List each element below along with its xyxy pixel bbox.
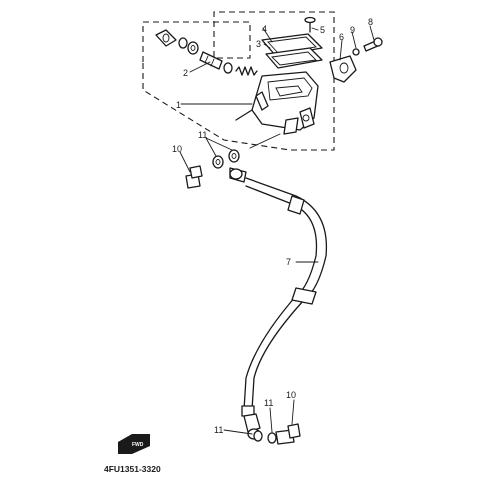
- lower-union-bolt: [253, 423, 301, 445]
- callout-8: 8: [368, 17, 373, 27]
- callout-10-upper: 10: [172, 144, 182, 154]
- callout-6-holder: 6: [339, 32, 344, 42]
- master-cylinder-holder: [329, 37, 383, 83]
- callout-11-lower-left: 11: [214, 425, 223, 435]
- upper-union-bolt: [185, 133, 281, 189]
- brake-hose: [229, 167, 328, 440]
- leader-lines: [179, 25, 375, 435]
- master-cylinder-body: [235, 71, 319, 135]
- callout-1: 1: [176, 100, 181, 110]
- callout-11-lower-right: 11: [264, 398, 273, 408]
- callout-9: 9: [350, 25, 355, 35]
- fwd-direction-arrow: FWD: [118, 434, 150, 454]
- callout-5: 5: [320, 25, 325, 35]
- callout-4: 4: [262, 24, 267, 34]
- callout-10-lower: 10: [286, 390, 296, 400]
- assembly-boundary: [142, 11, 335, 151]
- callout-3: 3: [256, 39, 261, 49]
- svg-text:FWD: FWD: [132, 442, 144, 448]
- callout-11-upper: 11: [198, 130, 207, 140]
- callout-7: 7: [286, 257, 291, 267]
- callout-2: 2: [183, 68, 188, 78]
- piston-kit-parts: [155, 29, 258, 76]
- part-code: 4FU1351-3320: [104, 464, 161, 474]
- reservoir-cover: [261, 16, 323, 69]
